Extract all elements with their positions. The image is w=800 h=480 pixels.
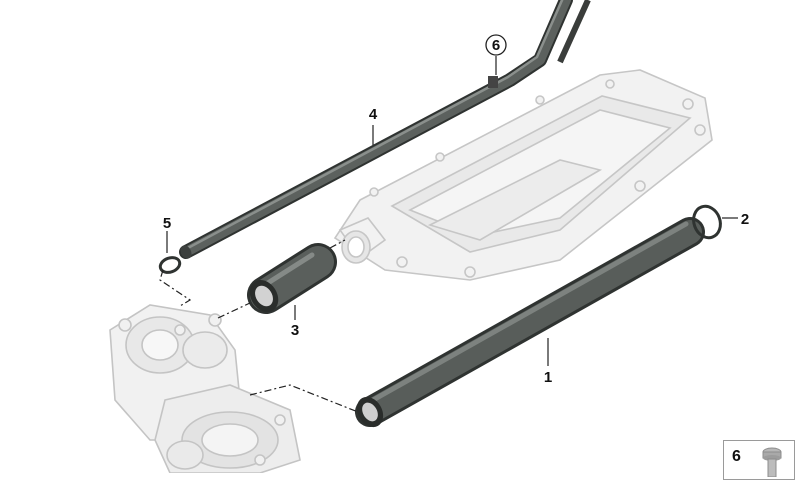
pipe-part-4	[179, 0, 591, 259]
o-ring-part-5	[158, 256, 182, 274]
callout-6-marker: 6	[485, 34, 507, 56]
bracket-ghost	[488, 76, 498, 88]
legend-number: 6	[732, 448, 741, 465]
callout-5: 5	[163, 215, 171, 232]
callout-1: 1	[544, 369, 552, 386]
housing-ghost	[333, 69, 713, 281]
assembly-lines	[159, 239, 359, 413]
callout-3: 3	[291, 322, 299, 339]
o-ring-part-2	[692, 204, 722, 240]
pump-ghost	[109, 304, 301, 473]
hose-part-3	[247, 243, 337, 314]
bolt-icon	[762, 447, 782, 477]
callout-6: 6	[492, 37, 500, 54]
callout-2: 2	[741, 211, 749, 228]
leader-lines	[166, 56, 738, 366]
legend-box: 6	[723, 440, 795, 480]
hose-part-1	[355, 217, 705, 428]
callout-4: 4	[369, 106, 378, 123]
